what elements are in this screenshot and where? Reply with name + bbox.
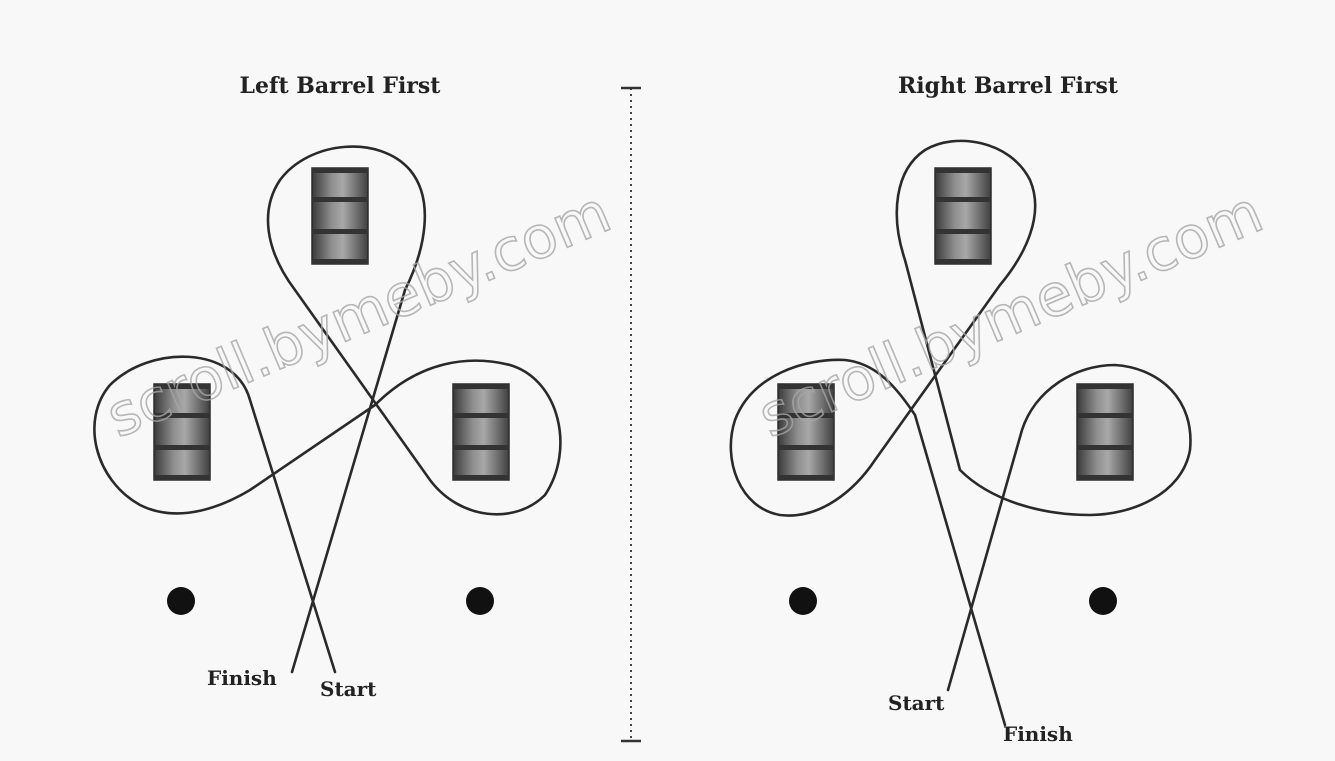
- left-diagram-title: Left Barrel First: [240, 73, 442, 99]
- barrel-icon: [1076, 383, 1134, 481]
- barrel-icon: [311, 167, 369, 265]
- barrel-icon: [934, 167, 992, 265]
- marker-dot-icon: [167, 587, 195, 615]
- left-start-label: Start: [320, 677, 377, 701]
- left-finish-label: Finish: [207, 666, 277, 690]
- left-diagram: Left Barrel First Finish Start: [93, 73, 562, 701]
- barrel-icon: [452, 383, 510, 481]
- right-start-label: Start: [888, 691, 945, 715]
- right-finish-label: Finish: [1003, 722, 1073, 746]
- center-divider: [621, 86, 641, 743]
- watermark-right: scroll.bymeby.com: [749, 178, 1272, 451]
- right-diagram: Right Barrel First Start Finish: [729, 73, 1192, 746]
- marker-dot-icon: [1089, 587, 1117, 615]
- marker-dot-icon: [789, 587, 817, 615]
- left-run-path: [93, 145, 562, 674]
- marker-dot-icon: [466, 587, 494, 615]
- right-run-path: [729, 139, 1192, 727]
- right-diagram-title: Right Barrel First: [898, 73, 1119, 99]
